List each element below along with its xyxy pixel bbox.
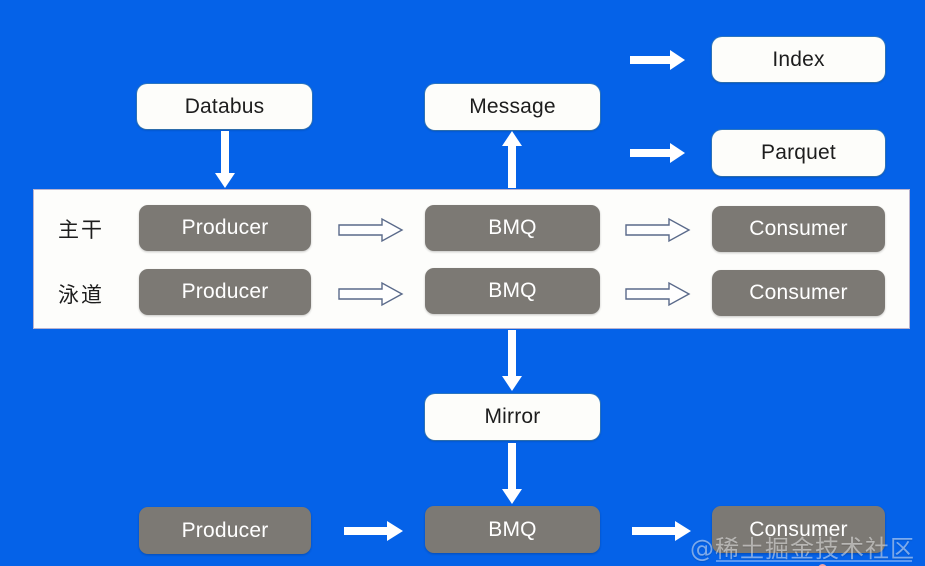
node-producer-trunk-label: Producer (181, 216, 269, 239)
node-producer-bottom: Producer (139, 507, 311, 554)
node-message: Message (425, 84, 600, 130)
watermark-underline (716, 560, 912, 562)
node-consumer-bottom: Consumer (712, 506, 885, 553)
node-parquet-label: Parquet (761, 141, 836, 164)
node-bmq-bottom: BMQ (425, 506, 600, 553)
node-producer-bottom-label: Producer (181, 518, 269, 542)
arrow-producer-trunk-to-bmq-trunk-icon (338, 217, 404, 243)
arrow-producer-swimlane-to-bmq-swimlane-icon (338, 281, 404, 307)
arrow-bmq-swimlane-to-consumer-swimlane-icon (625, 281, 691, 307)
node-mirror-label: Mirror (484, 405, 541, 428)
node-consumer-trunk-label: Consumer (749, 217, 848, 240)
node-consumer-bottom-label: Consumer (749, 517, 848, 541)
arrow-producer-bottom-to-bmq-bottom-icon (344, 519, 404, 543)
node-bmq-swimlane: BMQ (425, 268, 600, 314)
node-bmq-bottom-label: BMQ (488, 517, 537, 541)
node-producer-swimlane: Producer (139, 269, 311, 315)
arrow-message-to-parquet-right-icon (630, 141, 686, 165)
arrow-bmq-trunk-to-consumer-trunk-icon (625, 217, 691, 243)
arrow-databus-to-producer-down-icon (213, 131, 237, 189)
node-consumer-swimlane: Consumer (712, 270, 885, 316)
node-message-label: Message (469, 95, 556, 118)
lane-label-swimlane: 泳道 (58, 283, 104, 307)
node-producer-trunk: Producer (139, 205, 311, 251)
node-bmq-trunk: BMQ (425, 205, 600, 251)
arrow-bmq-to-message-up-icon (500, 131, 524, 189)
node-producer-swimlane-label: Producer (181, 280, 269, 303)
arrow-mirror-to-bmq-bottom-down-icon (500, 443, 524, 505)
node-databus-label: Databus (184, 94, 265, 118)
arrow-bmq-swimlane-to-mirror-down-icon (500, 330, 524, 392)
arrow-bmq-bottom-to-consumer-bottom-icon (632, 519, 692, 543)
lane-label-trunk: 主干 (58, 218, 104, 242)
node-index-label: Index (772, 47, 825, 71)
node-index: Index (712, 37, 885, 82)
node-consumer-swimlane-label: Consumer (749, 281, 848, 304)
node-databus: Databus (137, 84, 312, 129)
arrow-message-to-index-right-icon (630, 48, 686, 72)
node-bmq-swimlane-label: BMQ (488, 279, 537, 302)
node-consumer-trunk: Consumer (712, 206, 885, 252)
node-mirror: Mirror (425, 394, 600, 440)
node-bmq-trunk-label: BMQ (488, 216, 537, 239)
node-parquet: Parquet (712, 130, 885, 176)
